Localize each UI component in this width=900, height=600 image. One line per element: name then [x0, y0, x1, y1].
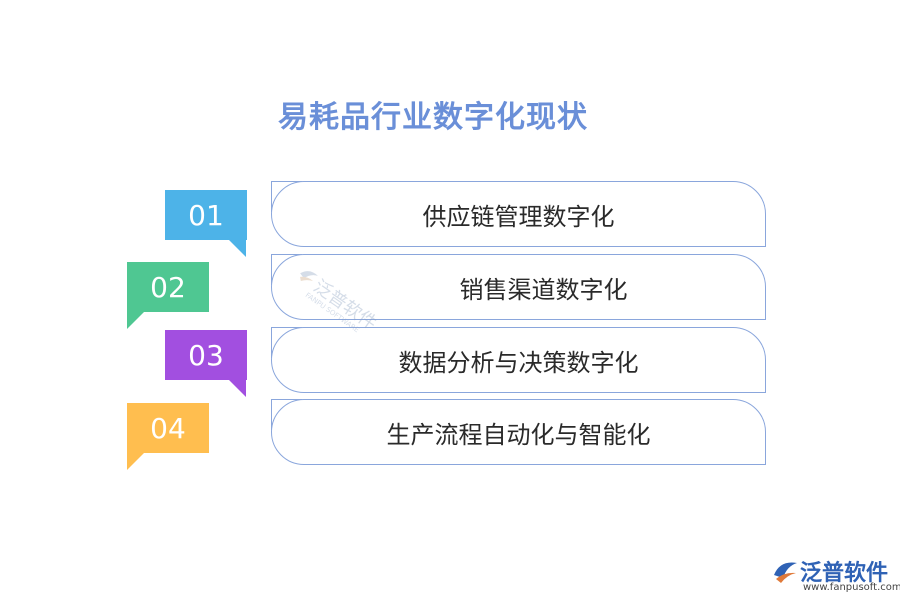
number-badge-04: 04 [127, 403, 209, 453]
number-badge-02: 02 [127, 262, 209, 312]
watermark: 泛普软件 FANPU SOFTWARE [268, 257, 398, 377]
item-card-04: 生产流程自动化与智能化 [270, 398, 766, 465]
item-card-03: 数据分析与决策数字化 [270, 326, 766, 393]
brand-name: 泛普软件 [800, 561, 889, 586]
item-card-02: 销售渠道数字化 [270, 253, 766, 320]
badge-tail-03 [229, 380, 246, 397]
badge-tail-04 [127, 453, 144, 470]
item-card-01: 供应链管理数字化 [270, 180, 766, 247]
watermark-logo-icon [300, 271, 318, 282]
badge-tail-02 [127, 312, 144, 329]
number-badge-03: 03 [165, 330, 247, 380]
badge-tail-01 [229, 240, 246, 257]
brand-logo-icon [774, 562, 797, 583]
item-label-04: 生产流程自动化与智能化 [386, 420, 651, 449]
brand-logo: 泛普软件 www.fanpusoft.com [770, 555, 900, 595]
item-label-01: 供应链管理数字化 [422, 202, 615, 231]
number-badge-01: 01 [165, 190, 247, 240]
item-label-03: 数据分析与决策数字化 [398, 348, 639, 377]
brand-url: www.fanpusoft.com [803, 582, 900, 593]
page-title: 易耗品行业数字化现状 [278, 100, 588, 135]
item-label-02: 销售渠道数字化 [459, 275, 628, 304]
